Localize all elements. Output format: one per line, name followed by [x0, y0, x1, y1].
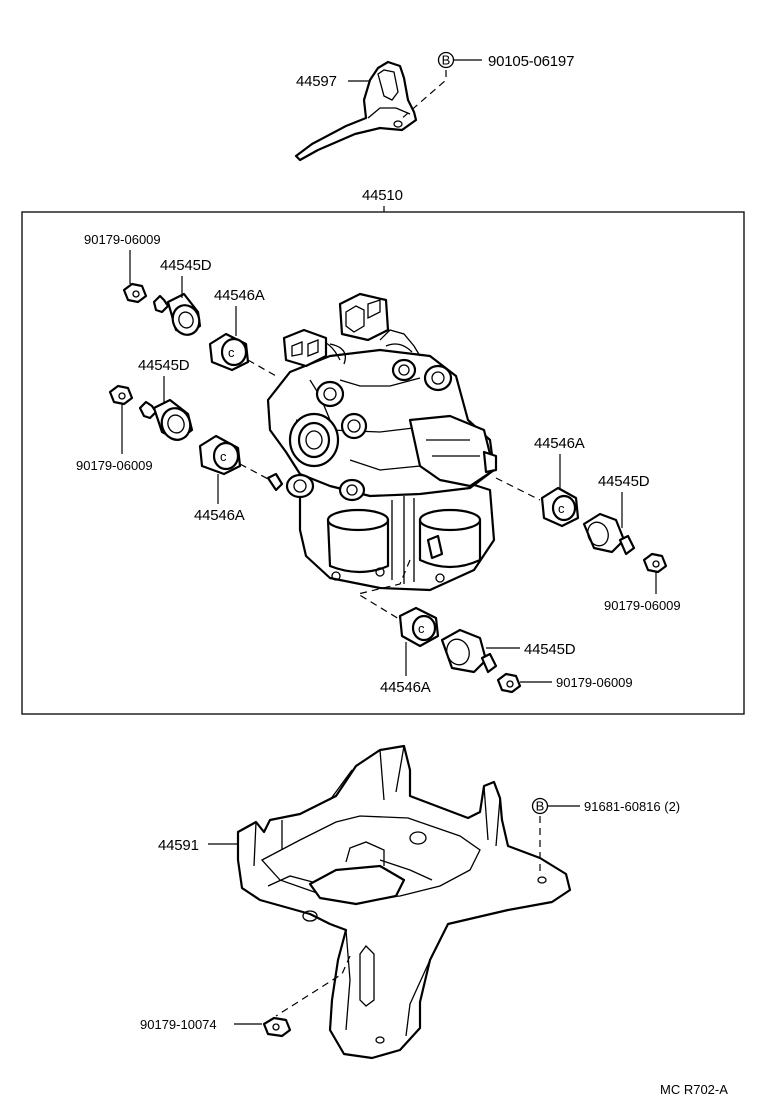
bolt-90179-06009-upper-left[interactable] — [122, 282, 148, 304]
union-44545D-upper-left[interactable] — [152, 292, 203, 339]
top-bracket-44597[interactable] — [294, 60, 418, 162]
cap-b-mark: c — [418, 621, 425, 636]
cap-44546A-mid-left[interactable]: c — [198, 434, 242, 476]
label-91681-60816: 91681-60816 (2) — [584, 799, 680, 814]
union-44545D-mid-left[interactable] — [138, 398, 195, 444]
cap-r-mark: c — [558, 501, 565, 516]
label-44597: 44597 — [296, 73, 337, 90]
cap-44546A-bottom[interactable]: c — [398, 606, 440, 648]
label-90179-06009-b: 90179-06009 — [556, 675, 633, 690]
dash-nut — [275, 955, 351, 1017]
label-90179-06009-ml: 90179-06009 — [76, 458, 153, 473]
drawing-code: MC R702-A — [660, 1082, 728, 1097]
b-marker-bracket — [531, 797, 549, 815]
assembly-frame-44510 — [21, 211, 745, 715]
label-44546A-ml: 44546A — [194, 507, 245, 524]
cap-44546A-right[interactable]: c — [540, 486, 580, 528]
b-marker-top-letter: B — [442, 53, 451, 68]
b-marker-top — [437, 51, 455, 69]
label-44545D-r: 44545D — [598, 473, 650, 490]
bolt-90179-06009-bottom[interactable] — [496, 672, 522, 694]
label-90179-06009-ul: 90179-06009 — [84, 232, 161, 247]
label-44545D-ml: 44545D — [138, 357, 190, 374]
label-90179-06009-r: 90179-06009 — [604, 598, 681, 613]
cap-ul-mark: c — [228, 345, 235, 360]
union-44545D-bottom[interactable] — [440, 628, 498, 674]
bolt-90179-06009-mid-left[interactable] — [108, 384, 134, 406]
cap-ml-mark: c — [220, 449, 227, 464]
cap-44546A-upper-left[interactable]: c — [208, 332, 250, 372]
abs-actuator-body[interactable] — [266, 292, 498, 592]
dash-b — [356, 559, 411, 623]
dash-ul — [247, 359, 277, 377]
label-44545D-ul: 44545D — [160, 257, 212, 274]
label-90179-10074: 90179-10074 — [140, 1017, 217, 1032]
label-44510: 44510 — [362, 187, 403, 204]
label-44546A-b: 44546A — [380, 679, 431, 696]
b-marker-bracket-letter: B — [536, 799, 545, 814]
label-44545D-b: 44545D — [524, 641, 576, 658]
label-44591: 44591 — [158, 837, 199, 854]
label-90105-06197: 90105-06197 — [488, 53, 574, 70]
label-44546A-ul: 44546A — [214, 287, 265, 304]
bolt-90179-06009-right[interactable] — [642, 552, 668, 574]
label-44546A-r: 44546A — [534, 435, 585, 452]
mounting-bracket-44591[interactable] — [236, 744, 572, 1060]
union-44545D-right[interactable] — [582, 512, 636, 556]
port-stub-left — [266, 472, 284, 492]
dash-ml — [239, 463, 271, 481]
dash-r — [495, 477, 541, 501]
nut-90179-10074[interactable] — [262, 1016, 292, 1038]
dash-bolt-top — [399, 70, 447, 121]
